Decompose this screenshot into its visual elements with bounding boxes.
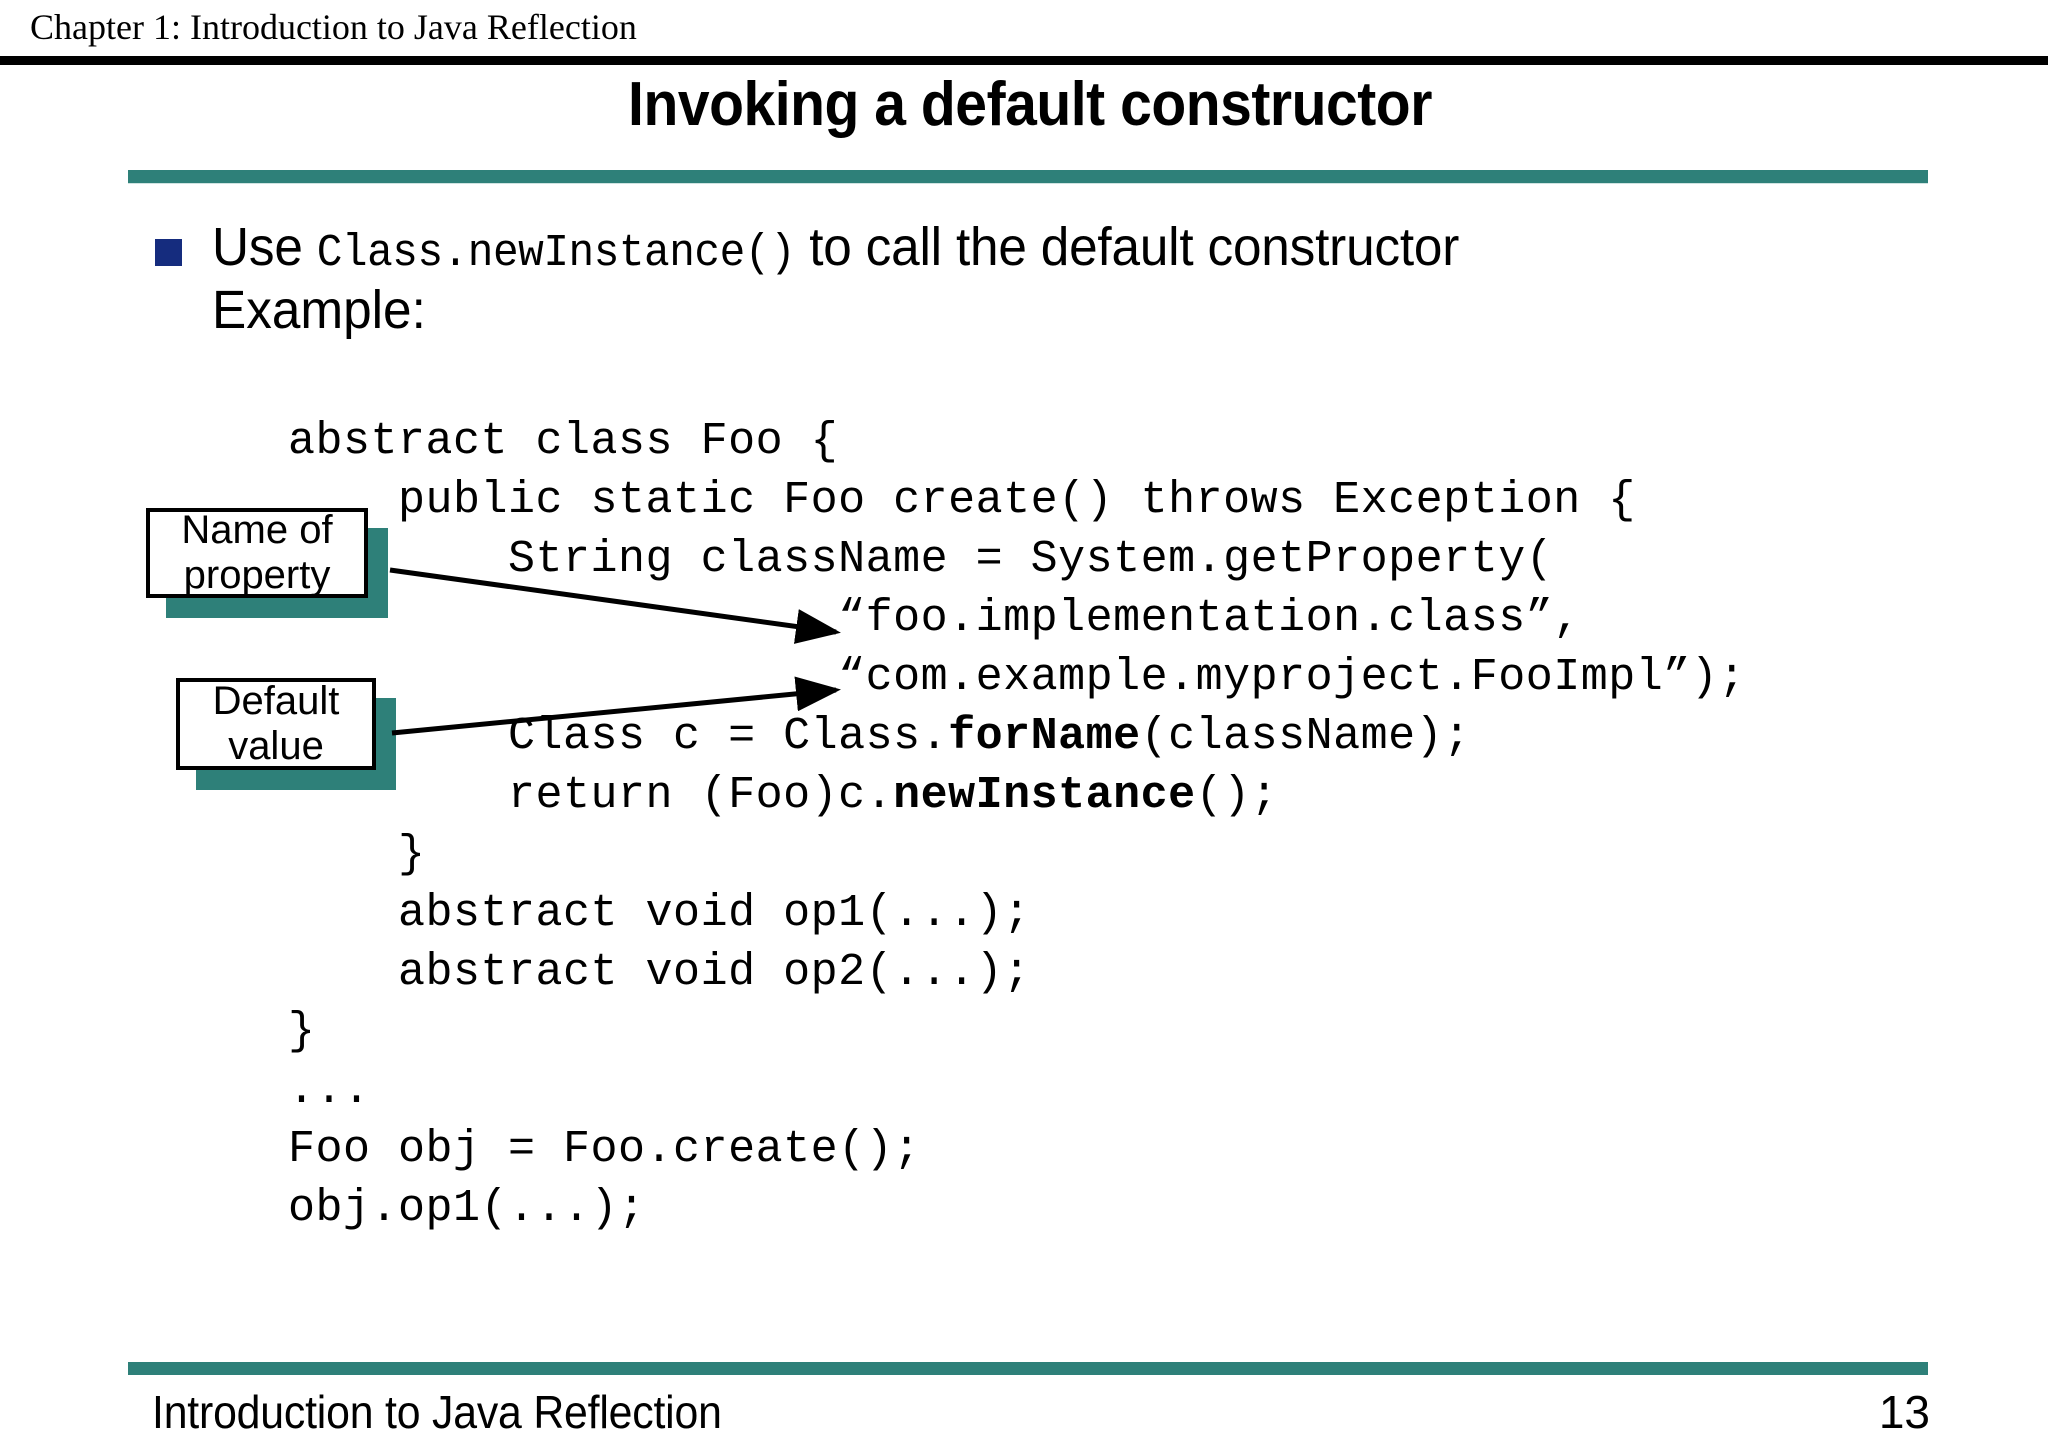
title-accent-rule (128, 170, 1928, 183)
code-line: public static Foo create() throws Except… (288, 475, 1636, 526)
code-line: Foo obj = Foo.create(); (288, 1124, 921, 1175)
header-divider-rule (0, 56, 2048, 65)
code-line: return (Foo)c.newInstance(); (288, 766, 1746, 825)
code-line: “com.example.myproject.FooImpl”); (288, 652, 1746, 703)
page-title: Invoking a default constructor (628, 70, 1432, 139)
callout-line-2: value (228, 724, 324, 768)
code-line: } (288, 829, 426, 880)
callout-face: Default value (176, 678, 376, 770)
bullet-square-icon (155, 239, 182, 266)
code-line: abstract class Foo { (288, 416, 839, 467)
bullet-inline-code: Class.newInstance() (316, 228, 796, 279)
footer-title: Introduction to Java Reflection (152, 1386, 722, 1438)
bullet-text-after: to call the default constructor (795, 217, 1460, 277)
page-number: 13 (1878, 1386, 1930, 1438)
code-line: abstract void op2(...); (288, 947, 1031, 998)
code-segment: (); (1195, 770, 1279, 821)
callout-line-1: Name of (181, 508, 333, 553)
chapter-header-label: Chapter 1: Introduction to Java Reflecti… (30, 7, 637, 47)
bullet-paragraph: Use Class.newInstance() to call the defa… (155, 218, 1945, 339)
callout-name-of-property[interactable]: Name of property (146, 508, 388, 618)
code-method-name: newInstance (893, 770, 1196, 821)
code-line: obj.op1(...); (288, 1183, 646, 1234)
callout-default-value[interactable]: Default value (176, 678, 396, 790)
code-segment: (className); (1140, 711, 1471, 762)
callout-face: Name of property (146, 508, 368, 598)
callout-line-1: Default (212, 679, 340, 724)
code-segment: return (Foo)c. (288, 770, 894, 821)
bullet-text-before: Use (212, 217, 317, 277)
bullet-line-2: Example: (212, 279, 426, 340)
bullet-line-1: Use Class.newInstance() to call the defa… (212, 218, 1858, 279)
code-line: String className = System.getProperty( (288, 534, 1554, 585)
code-listing: abstract class Foo { public static Foo c… (288, 412, 1746, 1238)
code-line: Class c = Class.forName(className); (288, 707, 1746, 766)
callout-line-2: property (183, 553, 331, 597)
footer-accent-rule (128, 1362, 1928, 1375)
code-line: ... (288, 1065, 371, 1116)
code-line: } (288, 1006, 316, 1057)
code-line: abstract void op1(...); (288, 888, 1031, 939)
code-line: “foo.implementation.class”, (288, 593, 1581, 644)
code-method-name: forName (948, 711, 1141, 762)
